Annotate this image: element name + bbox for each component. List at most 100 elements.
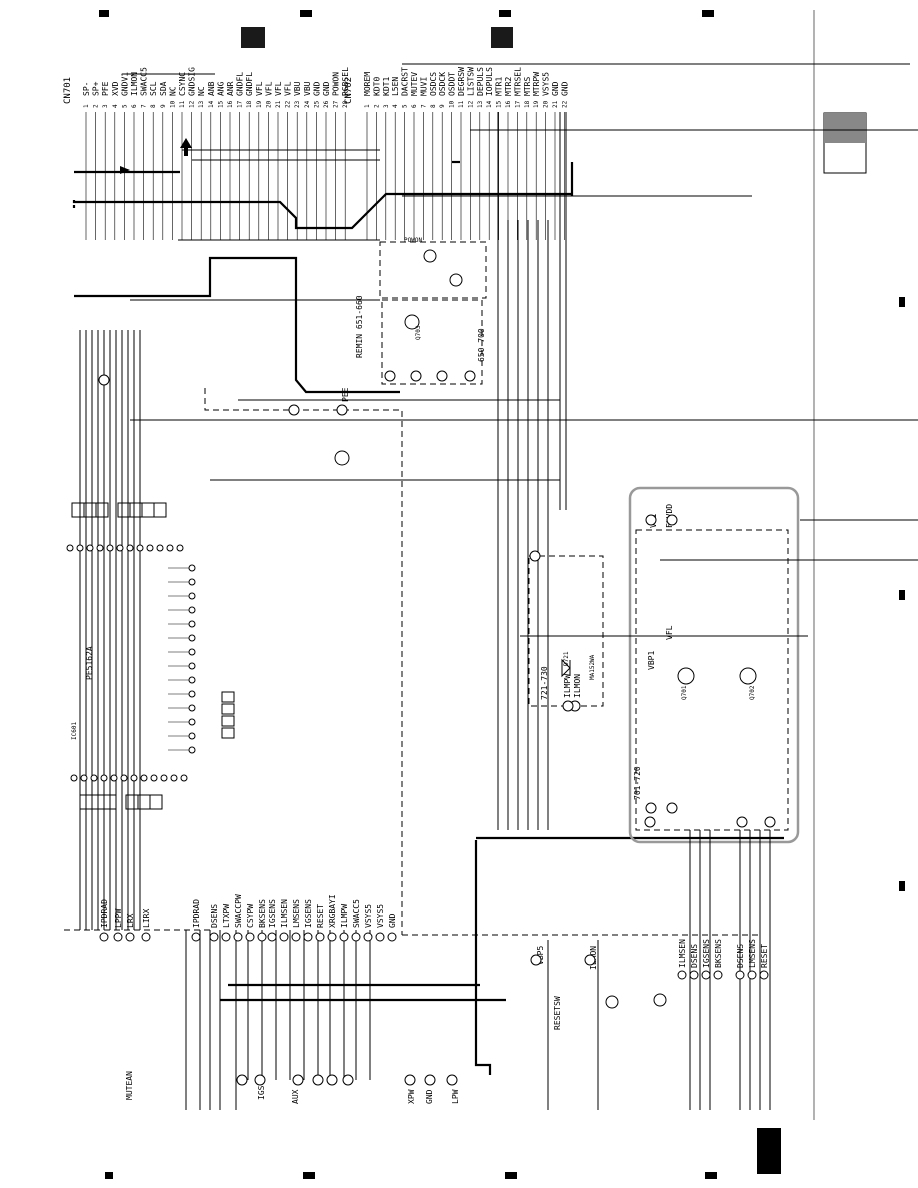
- net-node: [351, 932, 361, 942]
- right-net-label: BKSENS: [714, 939, 723, 968]
- cn702-pin-name: MTRSEL: [513, 67, 522, 96]
- bottom-net-label: CSYPW: [246, 904, 255, 928]
- bottom-net-label: LRX: [126, 913, 135, 928]
- net-node: [315, 932, 325, 942]
- cn702-pin-num: 11: [458, 100, 465, 108]
- cn701-connector: CN701 1SP-2SP+3PFE4XVD5GNDV16ILMON7SWACC…: [63, 67, 350, 240]
- bottom-net-label: IPDRAD: [100, 899, 109, 928]
- cn702-pin-name: LISTSW: [466, 67, 475, 96]
- cn701-pin-num: 26: [323, 100, 330, 108]
- resistor-arrays: [71, 502, 235, 810]
- cn701-pin-num: 1: [83, 104, 90, 108]
- ilmon2-label: ILMON: [573, 674, 582, 698]
- cn701-pin-num: 15: [217, 100, 224, 108]
- cn702-pin-name: L5EN: [391, 77, 400, 96]
- bottom-net-label: LIRX: [142, 909, 151, 928]
- bottom-net-label: LPPW: [114, 909, 123, 928]
- cn702-pin-num: 7: [420, 104, 427, 108]
- cn702-pin-name: IOPULS: [485, 67, 494, 96]
- cn701-pin-num: 21: [275, 100, 282, 108]
- cn702-pin-name: MOREM: [363, 72, 372, 96]
- cn701-pin-num: 18: [246, 100, 253, 108]
- cn701-pin-name: XVD: [111, 81, 120, 96]
- cn701-pin-name: VBU: [293, 81, 302, 96]
- cn702-pin-name: KDT0: [372, 77, 381, 96]
- net-node: [221, 932, 231, 942]
- net-node: [387, 932, 397, 942]
- net-node: [747, 970, 757, 980]
- cn701-pin-name: SWACC5: [140, 67, 149, 96]
- net-node: [303, 932, 313, 942]
- cn702-pin-name: KDT1: [382, 77, 391, 96]
- bottom-net-label: SWACC5: [352, 899, 361, 928]
- net-node: [233, 932, 243, 942]
- cn702-pin-name: MTRS: [523, 77, 532, 96]
- cn702-pin-name: MUTEV: [410, 72, 419, 96]
- cn701-pin-name: CSYNC: [178, 72, 187, 96]
- cn701-pin-num: 27: [333, 100, 340, 108]
- cn701-pin-num: 24: [304, 100, 311, 108]
- cn701-pin-num: 11: [179, 100, 186, 108]
- cn701-pin-num: 6: [131, 104, 138, 108]
- range-650-label: 650-700: [477, 328, 486, 362]
- cn701-pin-name: GNDSIG: [188, 67, 197, 96]
- net-node: [291, 932, 301, 942]
- net-node: [375, 932, 385, 942]
- vfl-label: VFL: [665, 625, 674, 640]
- net-node: [759, 970, 769, 980]
- cn702-pin-num: 5: [402, 104, 409, 108]
- right-net-label: RESET: [760, 944, 769, 968]
- cn701-pin-num: 19: [256, 100, 263, 108]
- q701-label: Q701: [681, 685, 688, 700]
- cn701-pin-name: ANG: [216, 81, 225, 96]
- cn701-pin-num: 9: [160, 104, 167, 108]
- cn702-pin-num: 15: [496, 100, 503, 108]
- cn702-pin-name: MTR2: [504, 77, 513, 96]
- cn702-pin-name: VSYS5: [542, 72, 551, 96]
- cn701-pin-name: SP-: [82, 82, 91, 96]
- cn702-pin-name: DEPULS: [476, 67, 485, 96]
- cn701-pin-name: ANR: [226, 81, 235, 96]
- cn702-pin-name: DACRST: [401, 67, 410, 96]
- cn702-pin-name: MUVI: [419, 77, 428, 96]
- net-node: [125, 932, 135, 942]
- q702-label: Q702: [749, 685, 756, 700]
- cn702-pin-num: 21: [552, 100, 559, 108]
- cn702-pin-name: OSDDT: [448, 72, 457, 96]
- cn701-pin-name: GND: [322, 81, 331, 96]
- cn701-pin-name: PFE: [101, 81, 110, 96]
- cn701-title: CN701: [63, 77, 73, 104]
- cn702-pin-num: 16: [505, 100, 512, 108]
- cn701-pin-num: 7: [141, 104, 148, 108]
- cn701-pin-num: 20: [265, 100, 272, 108]
- cn702-pin-name: GND: [551, 81, 560, 96]
- xpw-label: XPW: [407, 1089, 416, 1104]
- cn701-pin-num: 17: [237, 100, 244, 108]
- bottom-net-label: XRGBAYI: [328, 894, 337, 928]
- cn701-pin-name: NC: [168, 86, 177, 96]
- net-node: [713, 970, 723, 980]
- cn701-pin-name: VFL: [255, 81, 264, 96]
- bottom-net-label: SWACCPW: [234, 894, 243, 928]
- net-node: [209, 932, 219, 942]
- cn701-pin-name: SDA: [159, 81, 168, 96]
- cn702-pin-num: 17: [514, 100, 521, 108]
- net-node: [267, 932, 277, 942]
- cn702-pin-num: 1: [364, 104, 371, 108]
- net-node: [327, 932, 337, 942]
- bottom-net-label: RESET: [316, 904, 325, 928]
- ic601-pins: [66, 544, 196, 782]
- net-node: [257, 932, 267, 942]
- ilmpw-label: ILMPW: [563, 674, 572, 698]
- igsys-label: IGSYS: [257, 1076, 266, 1100]
- net-node: [339, 932, 349, 942]
- cn701-pin-name: VFL: [274, 81, 283, 96]
- ma152wa-label: MA152WA: [589, 654, 596, 680]
- bottom-net-label: ILMSEN: [280, 899, 289, 928]
- cn701-pin-name: VBU: [303, 81, 312, 96]
- cn701-pin-num: 13: [198, 100, 205, 108]
- cn702-pin-num: 20: [543, 100, 550, 108]
- cn701-pin-num: 16: [227, 100, 234, 108]
